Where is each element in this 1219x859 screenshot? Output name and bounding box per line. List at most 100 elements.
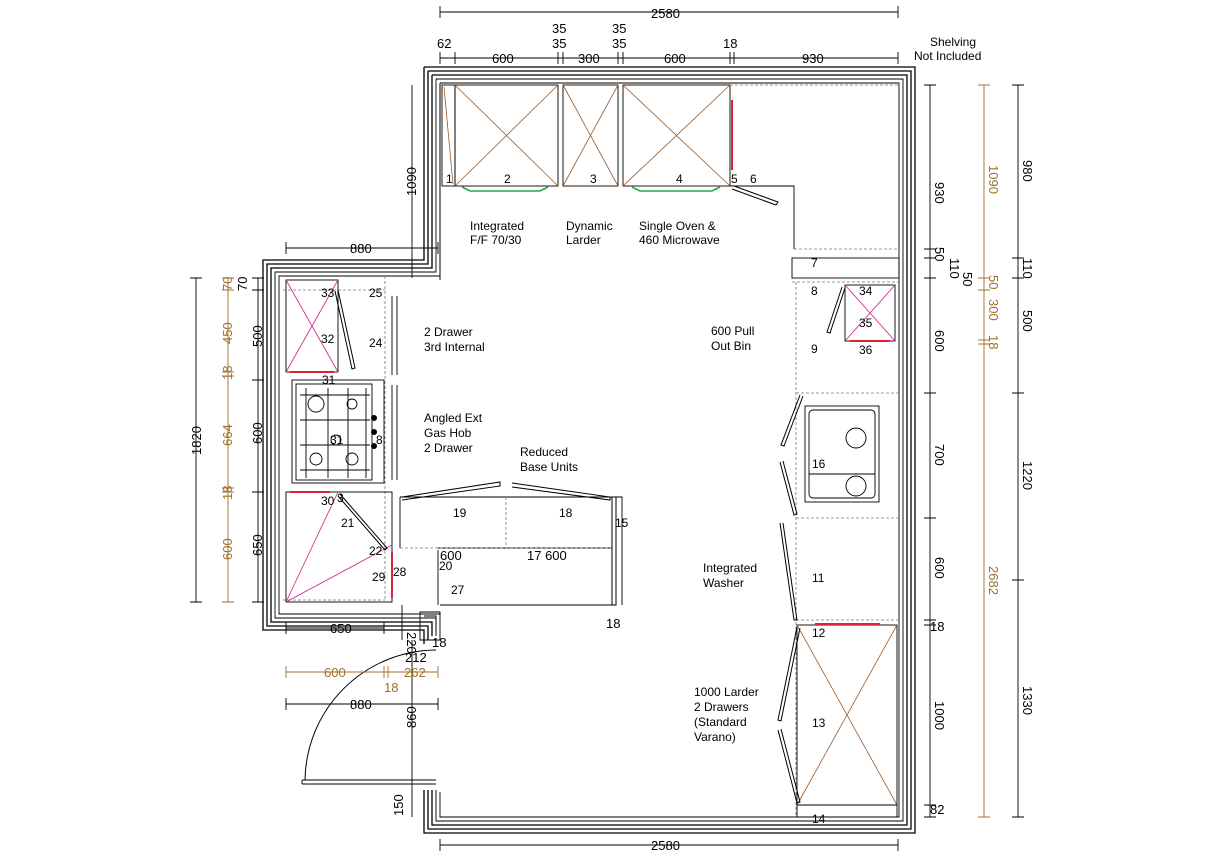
label-fridge-line1: Integrated <box>470 219 524 233</box>
dim-value: 600 <box>932 330 947 352</box>
unit-number: 12 <box>812 626 826 640</box>
label-tall-line3: (Standard <box>694 715 747 729</box>
dim-value: 600 <box>324 665 346 680</box>
unit-number: 34 <box>859 284 873 298</box>
dim-value: 650 <box>330 621 352 636</box>
unit-number: 9 <box>811 342 818 356</box>
dim-value: 1820 <box>189 426 204 455</box>
dim-value: 18 <box>930 619 944 634</box>
dim-value: 70 <box>220 277 235 291</box>
unit-number: 8 <box>376 433 383 447</box>
label-hob-line1: Angled Ext <box>424 411 483 425</box>
dim-value: 82 <box>930 802 944 817</box>
dim-value: 600 <box>250 422 265 444</box>
label-drawer-line1: 2 Drawer <box>424 325 473 339</box>
dim-value: 17 600 <box>527 548 567 563</box>
unit-number: 13 <box>812 716 826 730</box>
dim-value: 18 <box>384 680 398 695</box>
unit-number: 32 <box>321 332 335 346</box>
unit-number: 27 <box>451 583 465 597</box>
dim-value: 18 <box>723 36 737 51</box>
unit-number: 21 <box>341 516 355 530</box>
dim-value: 650 <box>250 534 265 556</box>
label-washer-line2: Washer <box>703 576 744 590</box>
label-bin-line1: 600 Pull <box>711 324 754 338</box>
unit-number: 11 <box>812 571 825 585</box>
label-fridge-line2: F/F 70/30 <box>470 233 522 247</box>
unit-number: 3 <box>590 172 597 186</box>
dim-value: 62 <box>437 36 451 51</box>
unit-number: 31 <box>330 433 344 447</box>
unit-number: 16 <box>812 457 826 471</box>
unit-number: 18 <box>559 506 573 520</box>
note-shelving: Shelving <box>930 35 976 49</box>
label-reduced-line1: Reduced <box>520 445 568 459</box>
top-tall-units <box>441 84 899 250</box>
dimension-values: 2580 62 600 35 35 300 35 35 600 18 930 1… <box>189 6 1035 853</box>
unit-number: 3 <box>337 491 344 505</box>
label-larder-line1: Dynamic <box>566 219 613 233</box>
dim-value: 35 <box>552 21 566 36</box>
dim-value: 18 <box>432 635 446 650</box>
dim-value: 1330 <box>1020 686 1035 715</box>
unit-number: 22 <box>369 544 383 558</box>
dim-value: 1220 <box>1020 461 1035 490</box>
dim-value: 700 <box>932 444 947 466</box>
unit-number: 24 <box>369 336 383 350</box>
unit-number: 6 <box>750 172 757 186</box>
label-reduced-line2: Base Units <box>520 460 578 474</box>
unit-number: 7 <box>811 256 818 270</box>
dim-value: 50 <box>932 247 947 261</box>
unit-numbers: 1 2 3 4 5 6 7 8 9 11 12 13 14 15 16 18 1… <box>321 172 873 826</box>
dim-value: 18 <box>220 486 235 500</box>
unit-number: 29 <box>372 570 386 584</box>
dim-value: 1090 <box>404 167 419 196</box>
dim-value: 35 <box>612 36 626 51</box>
label-bin-line2: Out Bin <box>711 339 751 353</box>
unit-number: 31 <box>322 373 336 387</box>
label-drawer-line2: 3rd Internal <box>424 340 485 354</box>
dim-value: 880 <box>350 697 372 712</box>
label-oven-line1: Single Oven & <box>639 219 716 233</box>
dim-value: 600 <box>664 51 686 66</box>
dim-value: 18 <box>220 366 235 380</box>
dim-value: 500 <box>250 325 265 347</box>
dim-value: 2682 <box>986 566 1001 595</box>
unit-number: 8 <box>811 284 818 298</box>
dim-value: 110 <box>947 258 962 279</box>
unit-number: 19 <box>453 506 467 520</box>
dim-value: 880 <box>350 241 372 256</box>
dim-value: 35 <box>552 36 566 51</box>
dim-value: 600 <box>220 538 235 560</box>
unit-number: 35 <box>859 316 873 330</box>
dim-value: 664 <box>220 424 235 446</box>
label-tall-line4: Varano) <box>694 730 736 744</box>
label-washer-line1: Integrated <box>703 561 757 575</box>
dim-value: 35 <box>612 21 626 36</box>
entry-door <box>301 611 441 785</box>
unit-number: 36 <box>859 343 873 357</box>
dim-value: 500 <box>1020 310 1035 332</box>
dim-value: 262 <box>404 665 426 680</box>
dim-value: 930 <box>802 51 824 66</box>
dim-value: 50 <box>960 272 975 286</box>
dimension-lines <box>190 6 1024 851</box>
dim-value: 860 <box>404 706 419 728</box>
dim-value: 212 <box>405 650 427 665</box>
label-tall-line2: 2 Drawers <box>694 700 749 714</box>
dim-value: 150 <box>391 794 406 816</box>
unit-number: 5 <box>731 172 738 186</box>
room-walls <box>262 66 916 834</box>
dim-value: 1090 <box>986 165 1001 194</box>
dim-value: 300 <box>986 299 1001 321</box>
dim-value: 50 <box>986 275 1001 289</box>
dim-value: 600 <box>932 557 947 579</box>
dim-value: 110 <box>1020 258 1035 279</box>
dim-value: 220 <box>404 632 419 654</box>
dim-value: 1000 <box>932 701 947 730</box>
unit-number: 4 <box>676 172 683 186</box>
label-hob-line2: Gas Hob <box>424 426 472 440</box>
dim-value: 18 <box>986 335 1001 349</box>
label-hob-line3: 2 Drawer <box>424 441 473 455</box>
